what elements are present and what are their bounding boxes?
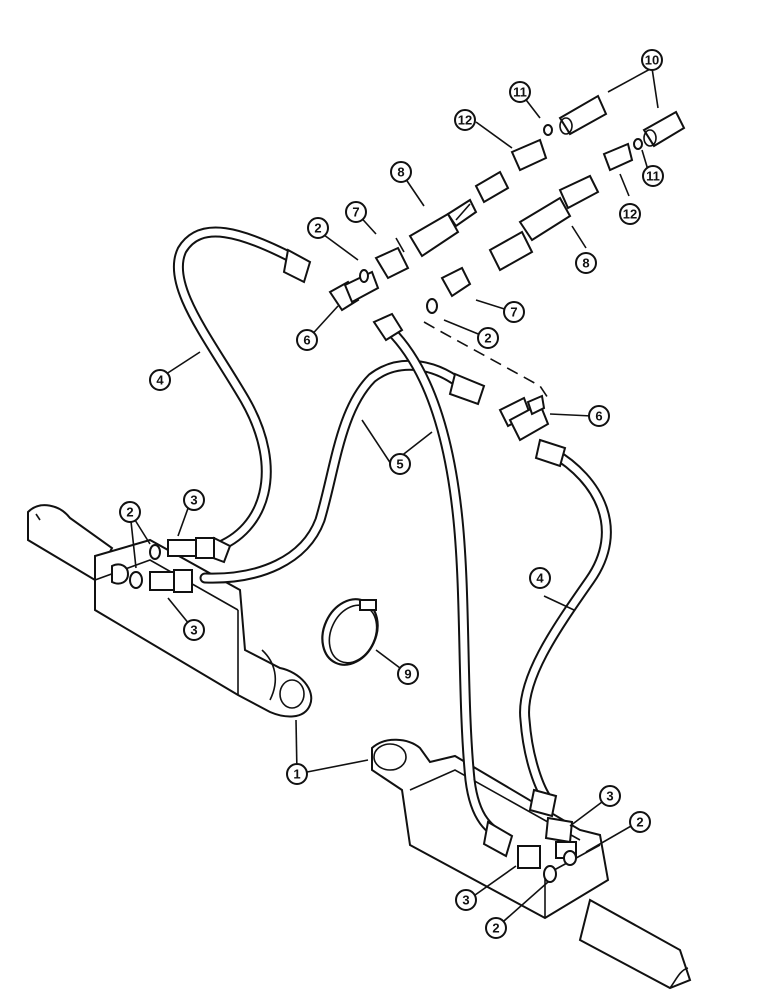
callout-11-lower: 11 (642, 165, 664, 187)
callout-4-left: 4 (149, 369, 171, 391)
callout-2-lower-right-label: 2 (636, 815, 643, 830)
callout-3-lower-b: 3 (455, 889, 477, 911)
callout-4-right-label: 4 (536, 571, 544, 586)
callout-5-label: 5 (396, 457, 403, 472)
callout-11-lower-label: 11 (646, 169, 660, 184)
callout-4-left-label: 4 (156, 373, 164, 388)
callout-3-lower-b-label: 3 (462, 893, 469, 908)
callout-8-lower: 8 (575, 252, 597, 274)
callout-3-upper-b-label: 3 (190, 623, 197, 638)
callout-11-upper: 11 (509, 81, 531, 103)
leader-lines (129, 67, 659, 929)
callout-2-left: 2 (119, 501, 141, 523)
callout-1-label: 1 (293, 767, 300, 782)
callout-7-lower-label: 7 (510, 305, 517, 320)
callout-12-upper: 12 (454, 109, 476, 131)
callout-11-upper-label: 11 (513, 85, 527, 100)
callout-6-lower: 6 (588, 405, 610, 427)
callout-2-lower-right: 2 (629, 811, 651, 833)
callout-2-middle: 2 (477, 327, 499, 349)
callout-3-upper-b: 3 (183, 619, 205, 641)
callout-3-lower-a-label: 3 (606, 789, 613, 804)
callout-3-upper-a: 3 (183, 489, 205, 511)
callout-7-upper: 7 (345, 201, 367, 223)
hose-4-right (519, 438, 612, 818)
callout-3-lower-a: 3 (599, 785, 621, 807)
callout-3-upper-a-label: 3 (190, 493, 197, 508)
callout-9-label: 9 (404, 667, 411, 682)
callout-2-middle-label: 2 (484, 331, 491, 346)
callout-4-right: 4 (529, 567, 551, 589)
fittings-lower-right (517, 816, 577, 883)
callout-8-upper: 8 (390, 161, 412, 183)
cylinder-upper-left (27, 504, 313, 718)
callout-12-lower-label: 12 (623, 207, 637, 222)
callout-12-lower: 12 (619, 203, 641, 225)
callout-10: 10 (641, 49, 663, 71)
callout-7-upper-label: 7 (352, 205, 359, 220)
hose-5-middle (199, 359, 486, 584)
callout-9: 9 (397, 663, 419, 685)
callout-2-bottom: 2 (485, 917, 507, 939)
coupler-lower (602, 110, 686, 172)
callout-10-label: 10 (645, 53, 659, 68)
tee-and-adapter-lower (426, 174, 600, 442)
callout-2-top-label: 2 (314, 221, 321, 236)
callout-8-upper-label: 8 (397, 165, 404, 180)
coupler-upper (510, 94, 608, 172)
hose-4-left (172, 226, 312, 564)
callout-1: 1 (286, 763, 308, 785)
callout-6-upper-label: 6 (303, 333, 310, 348)
callout-7-lower: 7 (503, 301, 525, 323)
callout-6-upper: 6 (296, 329, 318, 351)
callout-12-upper-label: 12 (458, 113, 472, 128)
callout-2-top: 2 (307, 217, 329, 239)
fittings-upper-left (111, 537, 215, 593)
callout-8-lower-label: 8 (582, 256, 589, 271)
alignment-lines (423, 321, 549, 399)
callout-6-lower-label: 6 (595, 409, 602, 424)
tee-and-adapter-upper (328, 170, 510, 312)
callout-5: 5 (389, 453, 411, 475)
callout-2-left-label: 2 (126, 505, 133, 520)
callout-2-bottom-label: 2 (492, 921, 499, 936)
hose-clamp-9 (321, 598, 379, 666)
hose-long-center (372, 312, 514, 858)
